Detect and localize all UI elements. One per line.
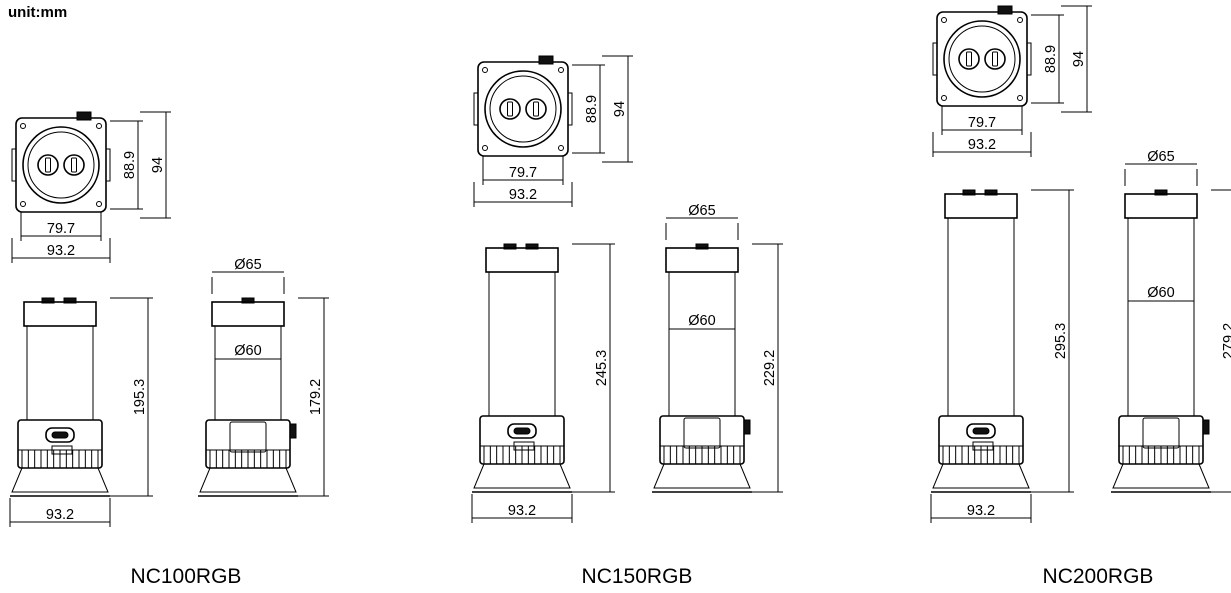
- nc200rgb-side-view-dim-outer-diameter: Ø65: [1124, 149, 1198, 186]
- nc150rgb-front-view-dim-width-text: 93.2: [508, 503, 536, 519]
- nc150rgb-front-view: 93.2 245.3: [471, 243, 615, 523]
- nc100rgb-front-view-dim-width: 93.2: [9, 498, 111, 527]
- nc200rgb-side-view-dim-inner-diameter-text: Ø60: [1147, 285, 1174, 301]
- unit-label: unit:mm: [8, 4, 68, 21]
- nc100rgb-front-view-dim-height-text: 195.3: [132, 379, 148, 415]
- nc150rgb-front-view-dim-height: 245.3: [572, 243, 615, 493]
- nc100rgb-side-view-dim-height: 179.2: [298, 297, 329, 497]
- nc100rgb-top-view-dim-outer-height: 94: [140, 111, 171, 219]
- nc150rgb-top-view-dim-inner-height-text: 88.9: [584, 95, 600, 123]
- nc100rgb-side-view-dim-inner-diameter: Ø60: [215, 343, 281, 360]
- model-label-nc100rgb: NC100RGB: [130, 565, 242, 588]
- nc200rgb-top-view-dim-inner-width-text: 79.7: [968, 115, 996, 131]
- nc200rgb-side-view-dim-height-text: 279.2: [1221, 323, 1231, 359]
- nc200rgb-front-view-dim-height: 295.3: [1031, 189, 1074, 493]
- nc150rgb-top-view-dim-outer-height-text: 94: [612, 101, 628, 117]
- nc150rgb-top-view-dim-inner-width-text: 79.7: [509, 165, 537, 181]
- nc150rgb-top-view-dim-outer-height: 94: [602, 55, 633, 163]
- nc200rgb-front-view-dim-width-text: 93.2: [967, 503, 995, 519]
- nc100rgb-top-view: 79.7 93.2 88.9 94: [11, 111, 171, 263]
- nc200rgb-top-view-dim-outer-height: 94: [1061, 5, 1092, 113]
- model-label-nc150rgb: NC150RGB: [581, 565, 693, 588]
- nc100rgb-front-view-dim-height: 195.3: [110, 297, 153, 497]
- nc200rgb-side-view-dim-outer-diameter-text: Ø65: [1147, 149, 1174, 165]
- nc150rgb-front-view-dim-width: 93.2: [471, 494, 573, 523]
- nc100rgb-top-view-dim-inner-height: 88.9: [110, 120, 143, 210]
- nc100rgb-top-view-dim-inner-width: 79.7: [20, 212, 102, 241]
- nc100rgb-top-view-dim-outer-width-text: 93.2: [47, 243, 75, 259]
- nc150rgb-top-view-dim-inner-height: 88.9: [572, 64, 605, 154]
- nc150rgb-side-view-dim-inner-diameter-text: Ø60: [688, 313, 715, 329]
- nc150rgb-side-view-dim-outer-diameter-text: Ø65: [688, 203, 715, 219]
- nc100rgb-side-view-dim-outer-diameter-text: Ø65: [234, 257, 261, 273]
- nc150rgb-top-view-dim-outer-width-text: 93.2: [509, 187, 537, 203]
- nc150rgb-side-view-dim-outer-diameter: Ø65: [665, 203, 739, 240]
- nc200rgb-side-view-dim-height: 279.2: [1211, 189, 1231, 493]
- nc200rgb-front-view: 93.2 295.3: [930, 189, 1074, 523]
- nc100rgb-top-view-dim-outer-width: 93.2: [11, 238, 111, 263]
- nc100rgb-side-view-dim-outer-diameter: Ø65: [211, 257, 285, 294]
- nc200rgb-top-view: 79.7 93.2 88.9 94: [932, 5, 1092, 157]
- nc100rgb-top-view-dim-outer-height-text: 94: [150, 157, 166, 173]
- nc100rgb-front-view-dim-width-text: 93.2: [46, 507, 74, 523]
- nc100rgb-side-view-dim-height-text: 179.2: [308, 379, 324, 415]
- model-label-nc200rgb: NC200RGB: [1042, 565, 1154, 588]
- nc200rgb-top-view-dim-inner-width: 79.7: [941, 106, 1023, 135]
- nc100rgb-side-view-dim-inner-diameter-text: Ø60: [234, 343, 261, 359]
- nc200rgb-top-view-dim-outer-width: 93.2: [932, 132, 1032, 157]
- nc150rgb-side-view-dim-height-text: 229.2: [762, 350, 778, 386]
- nc150rgb-top-view: 79.7 93.2 88.9 94: [473, 55, 633, 207]
- nc150rgb-front-view-dim-height-text: 245.3: [594, 350, 610, 386]
- nc150rgb-top-view-dim-outer-width: 93.2: [473, 182, 573, 207]
- nc200rgb-top-view-dim-outer-width-text: 93.2: [968, 137, 996, 153]
- nc200rgb-side-view-dim-inner-diameter: Ø60: [1128, 285, 1194, 302]
- nc200rgb-front-view-dim-height-text: 295.3: [1053, 323, 1069, 359]
- nc200rgb-top-view-dim-inner-height-text: 88.9: [1043, 45, 1059, 73]
- nc200rgb-top-view-dim-inner-height: 88.9: [1031, 14, 1064, 104]
- nc200rgb-top-view-dim-outer-height-text: 94: [1071, 51, 1087, 67]
- nc100rgb-top-view-dim-inner-height-text: 88.9: [122, 151, 138, 179]
- nc100rgb-top-view-dim-inner-width-text: 79.7: [47, 221, 75, 237]
- nc100rgb-front-view: 93.2 195.3: [9, 297, 153, 527]
- nc150rgb-side-view-dim-height: 229.2: [752, 243, 783, 493]
- nc150rgb-side-view-dim-inner-diameter: Ø60: [669, 313, 735, 330]
- nc150rgb-top-view-dim-inner-width: 79.7: [482, 156, 564, 185]
- nc200rgb-front-view-dim-width: 93.2: [930, 494, 1032, 523]
